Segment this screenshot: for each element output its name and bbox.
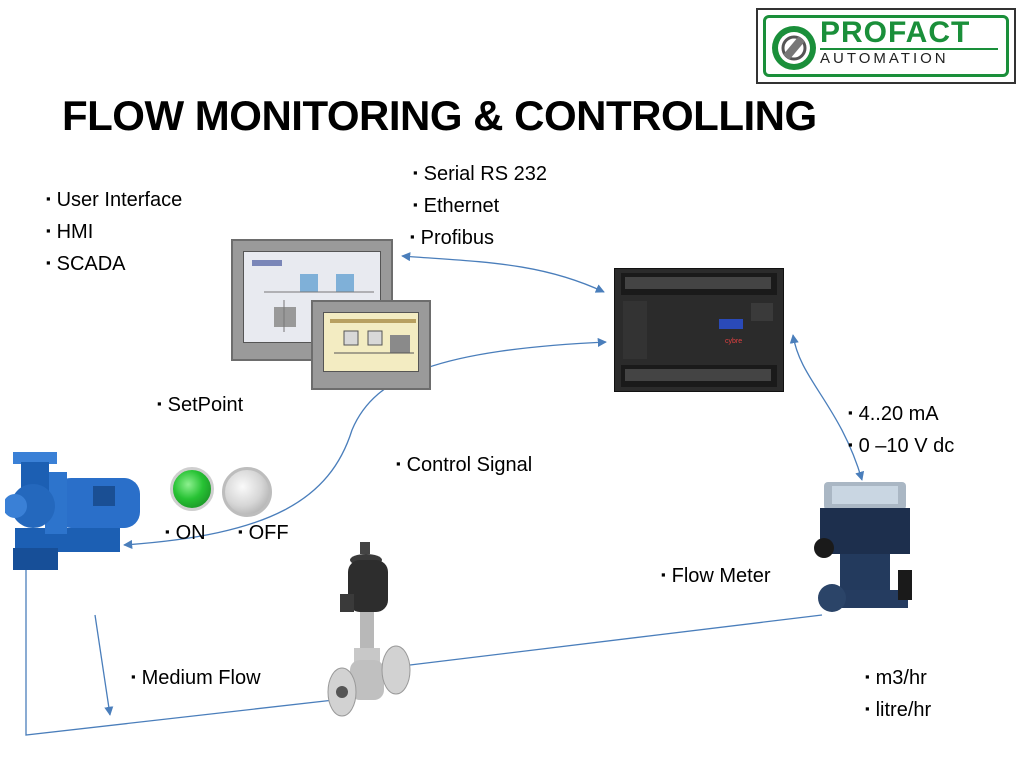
off-indicator-lamp <box>222 467 272 517</box>
comm-item-rs232: Serial RS 232 <box>413 159 547 191</box>
hmi-panel-front <box>311 300 431 390</box>
analog-signal-list: 4..20 mA 0 –10 V dc <box>848 399 955 463</box>
hmi-plc-link <box>401 252 605 293</box>
flow-direction-arrow <box>94 614 114 716</box>
communication-list: Serial RS 232 Ethernet Profibus <box>413 159 547 255</box>
on-indicator-lamp <box>170 467 214 511</box>
plc-controller: cybre <box>614 268 784 392</box>
pump-icon <box>5 452 140 570</box>
pipe-left <box>25 570 335 736</box>
control-signal-label: Control Signal <box>396 450 533 482</box>
analog-item-current: 4..20 mA <box>848 399 954 431</box>
units-list: m3/hr litre/hr <box>865 663 932 727</box>
profact-logo: PROFACT AUTOMATION <box>756 8 1016 84</box>
svg-text:cybre: cybre <box>725 338 742 345</box>
hmi-item-scada: SCADA <box>46 249 182 281</box>
unit-m3hr: m3/hr <box>865 663 931 695</box>
hmi-item-hmi: HMI <box>46 217 182 249</box>
comm-item-ethernet: Ethernet <box>413 191 547 223</box>
setpoint-label: SetPoint <box>157 390 244 422</box>
unit-litrehr: litre/hr <box>865 695 932 727</box>
comm-item-profibus: Profibus <box>410 223 547 255</box>
logo-name: PROFACT <box>820 16 971 49</box>
logo-subtitle: AUTOMATION <box>820 50 949 67</box>
pipe-right <box>409 614 823 666</box>
off-label: OFF <box>238 518 289 550</box>
gear-icon <box>772 26 816 70</box>
hmi-list: User Interface HMI SCADA <box>46 185 183 281</box>
analog-item-voltage: 0 –10 V dc <box>848 431 955 463</box>
hmi-item-user-interface: User Interface <box>46 185 183 217</box>
on-label: ON <box>165 518 206 550</box>
page-title: FLOW MONITORING & CONTROLLING <box>62 92 817 139</box>
medium-flow-label: Medium Flow <box>131 663 261 695</box>
flow-meter-label: Flow Meter <box>661 561 771 593</box>
flow-meter-icon <box>814 482 912 612</box>
valve-icon <box>327 542 411 717</box>
